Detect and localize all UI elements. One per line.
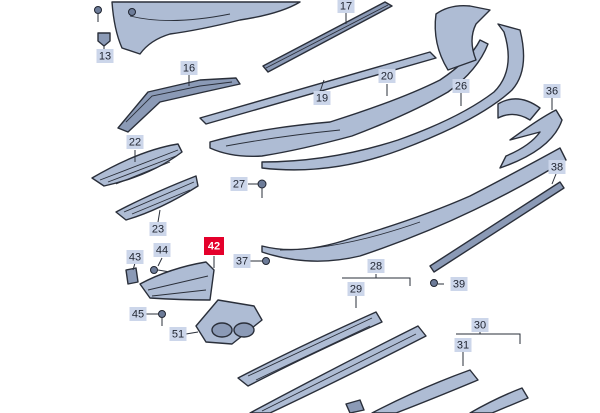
frame-30[interactable] <box>469 387 529 413</box>
callout-29[interactable]: 29 <box>347 282 365 296</box>
callout-number: 37 <box>236 256 248 268</box>
callout-number: 30 <box>474 320 486 332</box>
callout-36[interactable]: 36 <box>543 84 561 98</box>
callout-box <box>313 91 331 105</box>
callout-number: 51 <box>172 329 184 341</box>
callout-box <box>96 49 114 63</box>
clip-13[interactable] <box>97 32 111 47</box>
frame-29[interactable] <box>237 311 383 387</box>
strip-38[interactable] <box>429 181 565 273</box>
callout-box <box>126 135 144 149</box>
screw-39[interactable] <box>430 279 438 287</box>
callout-number: 38 <box>551 162 563 174</box>
callout-number: 44 <box>156 245 168 257</box>
callout-19[interactable]: 19 <box>313 91 331 105</box>
screw-37[interactable] <box>262 257 270 265</box>
callout-number: 20 <box>381 71 393 83</box>
grille-23[interactable] <box>115 175 199 221</box>
callout-number: 45 <box>132 309 144 321</box>
callout-22[interactable]: 22 <box>126 135 144 149</box>
callout-number: 23 <box>152 224 164 236</box>
callout-number: 42 <box>208 241 220 253</box>
callout-box <box>169 327 187 341</box>
callout-31[interactable]: 31 <box>454 338 472 352</box>
callout-box <box>153 243 171 257</box>
callout-number: 13 <box>99 51 111 63</box>
screw-top-left[interactable] <box>94 6 102 23</box>
callout-box <box>450 277 468 291</box>
callout-17[interactable]: 17 <box>337 0 355 13</box>
callout-28[interactable]: 28 <box>367 259 385 273</box>
callout-number: 19 <box>316 93 328 105</box>
callout-51[interactable]: 51 <box>169 327 187 341</box>
callout-42[interactable]: 42 <box>204 237 224 255</box>
callout-box <box>378 69 396 83</box>
grille-22[interactable] <box>91 143 183 187</box>
callout-box <box>452 79 470 93</box>
callout-number: 31 <box>457 340 469 352</box>
molding-19[interactable] <box>199 51 437 125</box>
callout-box <box>126 250 144 264</box>
callout-box <box>543 84 561 98</box>
callout-44[interactable]: 44 <box>153 243 171 257</box>
callout-37[interactable]: 37 <box>233 254 251 268</box>
strip-17[interactable] <box>262 1 393 73</box>
callout-box <box>548 160 566 174</box>
frame-28[interactable] <box>249 325 427 413</box>
callout-box <box>180 61 198 75</box>
callout-number: 22 <box>129 137 141 149</box>
callout-number: 39 <box>453 279 465 291</box>
callout-27[interactable]: 27 <box>230 177 248 191</box>
callout-45[interactable]: 45 <box>129 307 147 321</box>
callout-number: 17 <box>340 1 352 13</box>
callout-30[interactable]: 30 <box>471 318 489 332</box>
callout-box <box>204 237 224 255</box>
callout-number: 26 <box>455 81 467 93</box>
callout-26[interactable]: 26 <box>452 79 470 93</box>
callout-box <box>471 318 489 332</box>
callout-box <box>230 177 248 191</box>
strip-26[interactable] <box>261 23 525 171</box>
callout-39[interactable]: 39 <box>450 277 468 291</box>
diffuser-shell[interactable] <box>434 4 491 71</box>
callout-box <box>347 282 365 296</box>
bumper-cover[interactable] <box>111 1 301 55</box>
callout-number: 36 <box>546 86 558 98</box>
callout-43[interactable]: 43 <box>126 250 144 264</box>
exhaust-tip-51[interactable] <box>195 299 263 345</box>
small-clip-bottom[interactable] <box>345 399 365 413</box>
callout-box <box>129 307 147 321</box>
callout-number: 43 <box>129 252 141 264</box>
bracket-42[interactable] <box>139 261 215 301</box>
frame-31[interactable] <box>371 369 479 413</box>
valance-main[interactable] <box>261 147 567 262</box>
callout-box <box>454 338 472 352</box>
callout-number: 29 <box>350 284 362 296</box>
spoiler-36[interactable] <box>497 98 563 169</box>
bracket-16[interactable] <box>117 77 241 133</box>
screw-27[interactable] <box>257 179 267 198</box>
callout-13[interactable]: 13 <box>96 49 114 63</box>
callout-23[interactable]: 23 <box>149 222 167 236</box>
callout-number: 27 <box>233 179 245 191</box>
trim-20[interactable] <box>209 39 489 158</box>
callout-20[interactable]: 20 <box>378 69 396 83</box>
callout-box <box>337 0 355 13</box>
callout-38[interactable]: 38 <box>548 160 566 174</box>
screw-45[interactable] <box>158 310 166 327</box>
callout-box <box>233 254 251 268</box>
callout-number: 28 <box>370 261 382 273</box>
callout-box <box>149 222 167 236</box>
callout-16[interactable]: 16 <box>180 61 198 75</box>
callout-number: 16 <box>183 63 195 75</box>
callout-box <box>367 259 385 273</box>
clip-43[interactable] <box>125 267 139 285</box>
